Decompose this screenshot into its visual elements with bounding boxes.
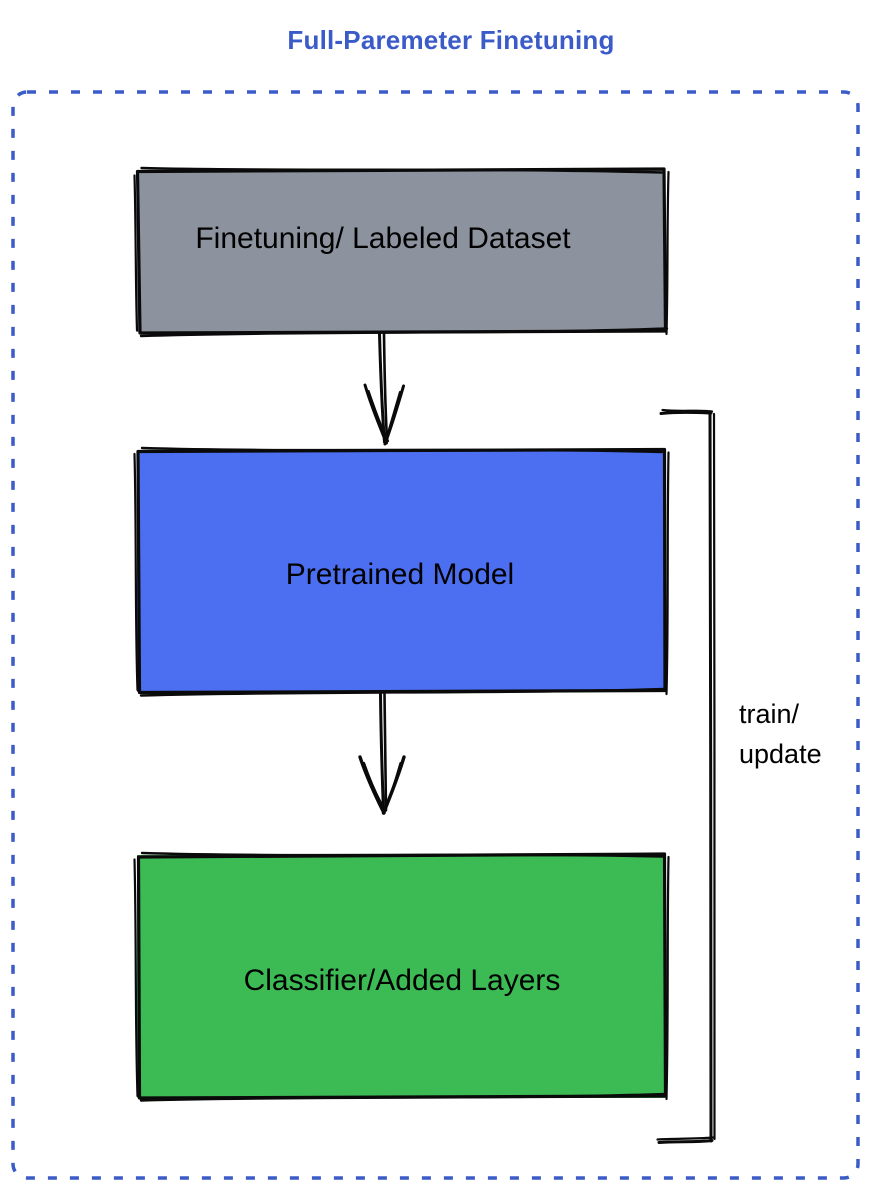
arrow-2-shaft-a [379, 692, 385, 814]
edge-label-update: update [739, 739, 822, 769]
arrow-1-shaft-b [382, 332, 389, 442]
node-classifier-outline-b [140, 851, 664, 858]
loop-top-stub-a [659, 410, 713, 415]
node-dataset-outline-d [133, 174, 139, 332]
loop-bottom-stub-a [657, 1139, 714, 1144]
edge-label-train: train/ [739, 699, 800, 729]
node-model-outline-c [139, 687, 668, 697]
edge-feedback-train-update: train/ update [656, 408, 822, 1144]
node-model-outline-d [133, 452, 139, 692]
node-classifier-outline-c [139, 1092, 668, 1102]
loop-top-stub-b [661, 408, 714, 413]
node-classifier-label: Classifier/Added Layers [244, 964, 561, 997]
loop-bottom-stub-b [656, 1136, 715, 1141]
node-model-outline-e [665, 451, 670, 696]
node-dataset-outline-c [139, 327, 669, 338]
edge-dataset-to-model [363, 332, 405, 446]
node-classifier-added-layers[interactable]: Classifier/Added Layers [133, 851, 670, 1102]
loop-vertical-a [708, 410, 713, 1143]
node-classifier-outline-e [665, 855, 670, 1101]
finetuning-group-boundary [11, 90, 860, 1180]
arrow-2-shaft-b [383, 692, 388, 812]
node-dataset-fill [137, 170, 665, 332]
arrow-1-head-right-b [384, 390, 402, 443]
node-classifier-fill [137, 855, 665, 1098]
loop-vertical-b [712, 412, 716, 1141]
arrow-2-head-left-b [362, 761, 387, 813]
node-model-fill [137, 450, 665, 692]
node-dataset-label: Finetuning/ Labeled Dataset [195, 222, 571, 255]
edge-model-to-classifier [358, 692, 406, 815]
node-classifier-outline-d [133, 858, 139, 1098]
node-model-label: Pretrained Model [286, 558, 514, 591]
page-title: Full-Paremeter Finetuning [287, 25, 614, 55]
node-pretrained-model[interactable]: Pretrained Model [133, 446, 670, 697]
node-finetuning-labeled-dataset[interactable]: Finetuning/ Labeled Dataset [133, 166, 670, 338]
arrow-1-head-left [363, 383, 388, 445]
node-model-outline-b [140, 446, 664, 454]
node-dataset-outline-b [140, 166, 663, 174]
arrow-2-head-right-b [383, 761, 402, 814]
arrow-2-head-left [358, 755, 386, 815]
node-dataset-outline-e [665, 170, 670, 336]
